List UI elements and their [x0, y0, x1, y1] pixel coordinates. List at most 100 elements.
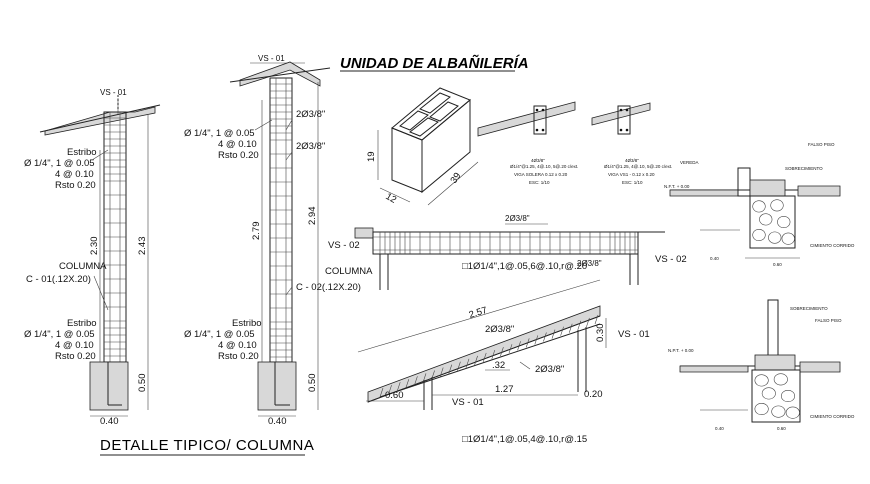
section-note: Ø1/4"@1.25, 4@.10, 5@.20 c/ext.: [510, 164, 578, 169]
stirrup-line: [534, 335, 539, 345]
foundation-note: 0.60: [773, 262, 782, 267]
beam-tag: VS - 01: [100, 88, 127, 97]
stirrup-line: [551, 329, 556, 339]
foundation-section-bottom: SOBRECIMIENTO FALSO PISO N.P.T. + 0.00 C…: [668, 299, 855, 431]
stirrup-line: [405, 379, 410, 389]
stirrup-spec: □1Ø1/4",1@.05,4@.10,r@.15: [462, 434, 587, 445]
column-label: COLUMNA: [325, 266, 373, 277]
stirrup-note: Rsto 0.20: [55, 180, 96, 191]
foundation-note: FALSO PISO: [808, 142, 835, 147]
foundation-note: 0.60: [777, 426, 786, 431]
stone-mark: [754, 374, 769, 387]
stirrup-note: Rsto 0.20: [218, 351, 259, 362]
dim-label: 12: [384, 191, 399, 206]
stone-mark: [768, 231, 782, 244]
stirrup-line: [594, 314, 599, 325]
section-note: 4Ø3/8": [625, 158, 639, 163]
dim-label: 0.30: [595, 324, 606, 343]
beam-elevation-sloped: 2.57 2Ø3/8" 2Ø3/8" .32 0.30 VS - 01 0.60…: [357, 279, 650, 445]
beam-tag: VS - 01: [258, 54, 285, 63]
foundation-note: FALSO PISO: [815, 318, 842, 323]
stirrup-note: Estribo: [67, 147, 97, 158]
rebar-label: 2Ø3/8": [535, 364, 564, 375]
section-note: Ø1/4"@1.25, 4@.10, 5@.20 c/ext.: [604, 164, 672, 169]
stone-mark: [781, 232, 795, 245]
stirrup-line: [482, 352, 487, 363]
rebar-label: 2Ø3/8": [485, 324, 514, 335]
foundation-note: N.F.T. + 0.00: [664, 184, 690, 189]
stirrup-note: 4 @ 0.10: [218, 340, 257, 351]
stone-mark: [773, 373, 788, 386]
stirrup-note: 4 @ 0.10: [218, 139, 257, 150]
section-note: ESC: 1/10: [622, 180, 643, 185]
column-detail-1: VS - 01 2.30 2.43 0.50 0.40 Estribo Ø 1/…: [24, 88, 161, 427]
rebar-label: 2Ø3/8": [505, 214, 530, 223]
column-label: C - 01(.12X.20): [26, 274, 91, 285]
stone-mark: [780, 389, 796, 403]
dim-label: 2.30: [89, 237, 100, 256]
foundation-note: VEREDA: [680, 160, 699, 165]
stirrup-line: [465, 358, 470, 368]
stone-mark: [785, 406, 800, 419]
dim-label: 2.79: [251, 222, 262, 241]
stirrup-line: [560, 326, 564, 336]
stirrup-note: Ø 1/4", 1 @ 0.05: [24, 158, 95, 169]
rebar-label: 2Ø3/8": [296, 141, 325, 152]
column-label: C - 02(.12X.20): [296, 282, 361, 293]
beam-elevation-horizontal: VS - 02 VS - 02 2Ø3/8" 2Ø3/8" □1Ø1/4",1@…: [328, 214, 687, 290]
foundation-note: 0.40: [710, 256, 719, 261]
stirrup-line: [414, 376, 418, 386]
stone-mark: [759, 213, 773, 226]
stone-mark: [770, 199, 784, 212]
stirrup-note: 4 @ 0.10: [55, 340, 94, 351]
dim-label: 2.57: [468, 305, 489, 321]
dim-label: 1.27: [495, 384, 514, 395]
dim-label: 2.94: [307, 207, 318, 226]
stone-mark: [752, 228, 766, 242]
rebar-label: 2Ø3/8": [577, 259, 602, 268]
beam-section-a: 4Ø3/8" Ø1/4"@1.25, 4@.10, 5@.20 c/ext. V…: [477, 101, 578, 185]
rebar-label: 2Ø3/8": [296, 109, 325, 120]
stirrup-line: [500, 347, 504, 357]
section-note: 4Ø3/8": [531, 158, 545, 163]
dim-label: 19: [366, 151, 377, 162]
dim-label: 39: [448, 171, 463, 186]
stirrup-line: [543, 332, 547, 342]
stirrup-line: [508, 344, 513, 354]
stirrup-line: [517, 341, 521, 351]
foundation-note: 0.40: [715, 426, 724, 431]
section-note: VIGA VS1 - 0.12 x 0.20: [608, 172, 655, 177]
stirrup-line: [525, 338, 530, 348]
stirrup-note: Estribo: [232, 318, 262, 329]
stirrup-note: Rsto 0.20: [55, 351, 96, 362]
stirrup-line: [379, 387, 384, 398]
stirrup-note: Ø 1/4", 1 @ 0.05: [24, 329, 95, 340]
foundation-note: CIMIENTO CORRIDO: [810, 414, 855, 419]
foundation-note: SOBRECIMIENTO: [790, 306, 828, 311]
foundation-note: SOBRECIMIENTO: [785, 166, 823, 171]
dim-label: 2.43: [137, 237, 148, 256]
stirrup-line: [568, 323, 573, 333]
foundation-section-top: VEREDA FALSO PISO N.F.T. + 0.00 SOBRECIM…: [664, 142, 855, 267]
stirrup-line: [448, 364, 453, 374]
foundation-note: N.P.T. + 0.00: [668, 348, 694, 353]
stirrup-note: Estribo: [67, 318, 97, 329]
drawing-title: UNIDAD DE ALBAÑILERÍA: [340, 54, 529, 72]
column-label: COLUMNA: [59, 261, 107, 272]
stirrup-note: 4 @ 0.10: [55, 169, 94, 180]
foundation-note: CIMIENTO CORRIDO: [810, 243, 855, 248]
stirrup-line: [586, 317, 590, 328]
beam-tag: VS - 02: [655, 254, 687, 265]
dim-label: 0.60: [385, 390, 404, 401]
stone-mark: [761, 387, 776, 400]
masonry-unit-iso: 19 39 12: [366, 87, 479, 206]
dim-label: 0.50: [137, 374, 148, 393]
stirrup-line: [457, 361, 461, 371]
detail-title: DETALLE TIPICO/ COLUMNA: [100, 437, 314, 454]
stirrup-note: Ø 1/4", 1 @ 0.05: [184, 128, 255, 139]
stone-mark: [777, 215, 791, 229]
stirrup-line: [491, 349, 496, 360]
dim-label: 0.50: [307, 374, 318, 393]
stirrup-spec: □1Ø1/4",1@.05,6@.10,r@.20: [462, 261, 587, 272]
